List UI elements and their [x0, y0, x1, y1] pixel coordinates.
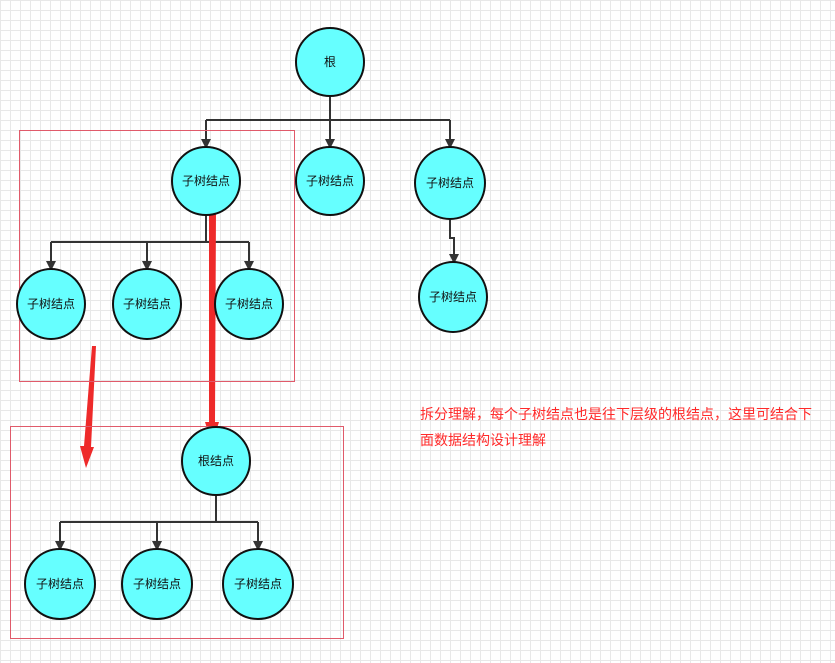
edge-right-child — [449, 220, 459, 264]
subtree-node-label: 子树结点 — [26, 297, 75, 311]
upper-subtree-frame — [19, 130, 295, 382]
bottom-child-node-3: 子树结点 — [222, 548, 294, 620]
root-node-label: 根结点 — [197, 454, 234, 468]
subtree-node-label: 子树结点 — [425, 176, 474, 190]
bottom-root-node: 根结点 — [181, 426, 251, 496]
subtree-node-left: 子树结点 — [171, 146, 241, 216]
red-arrow-long — [205, 208, 219, 444]
right-child-node: 子树结点 — [418, 261, 488, 333]
subtree-node-label: 子树结点 — [122, 297, 171, 311]
subtree-node-middle: 子树结点 — [295, 146, 365, 216]
subtree-node-label: 子树结点 — [224, 297, 273, 311]
red-arrow-short — [80, 346, 96, 468]
bottom-child-node-1: 子树结点 — [24, 548, 96, 620]
left-child-node-2: 子树结点 — [112, 268, 182, 340]
left-child-node-1: 子树结点 — [16, 268, 86, 340]
subtree-node-label: 子树结点 — [181, 174, 230, 188]
subtree-node-label: 子树结点 — [305, 174, 354, 188]
subtree-node-label: 子树结点 — [35, 577, 84, 591]
annotation-note: 拆分理解，每个子树结点也是往下层级的根结点，这里可结合下面数据结构设计理解 — [420, 407, 812, 449]
subtree-node-label: 子树结点 — [233, 577, 282, 591]
subtree-node-label: 子树结点 — [132, 577, 181, 591]
root-node-label: 根 — [323, 55, 336, 69]
subtree-node-label: 子树结点 — [428, 290, 477, 304]
edge-group — [46, 97, 459, 551]
left-child-node-3: 子树结点 — [214, 268, 284, 340]
root-node: 根 — [295, 27, 365, 97]
subtree-node-right: 子树结点 — [414, 146, 486, 220]
lower-subtree-frame — [10, 426, 344, 639]
bottom-child-node-2: 子树结点 — [121, 548, 193, 620]
